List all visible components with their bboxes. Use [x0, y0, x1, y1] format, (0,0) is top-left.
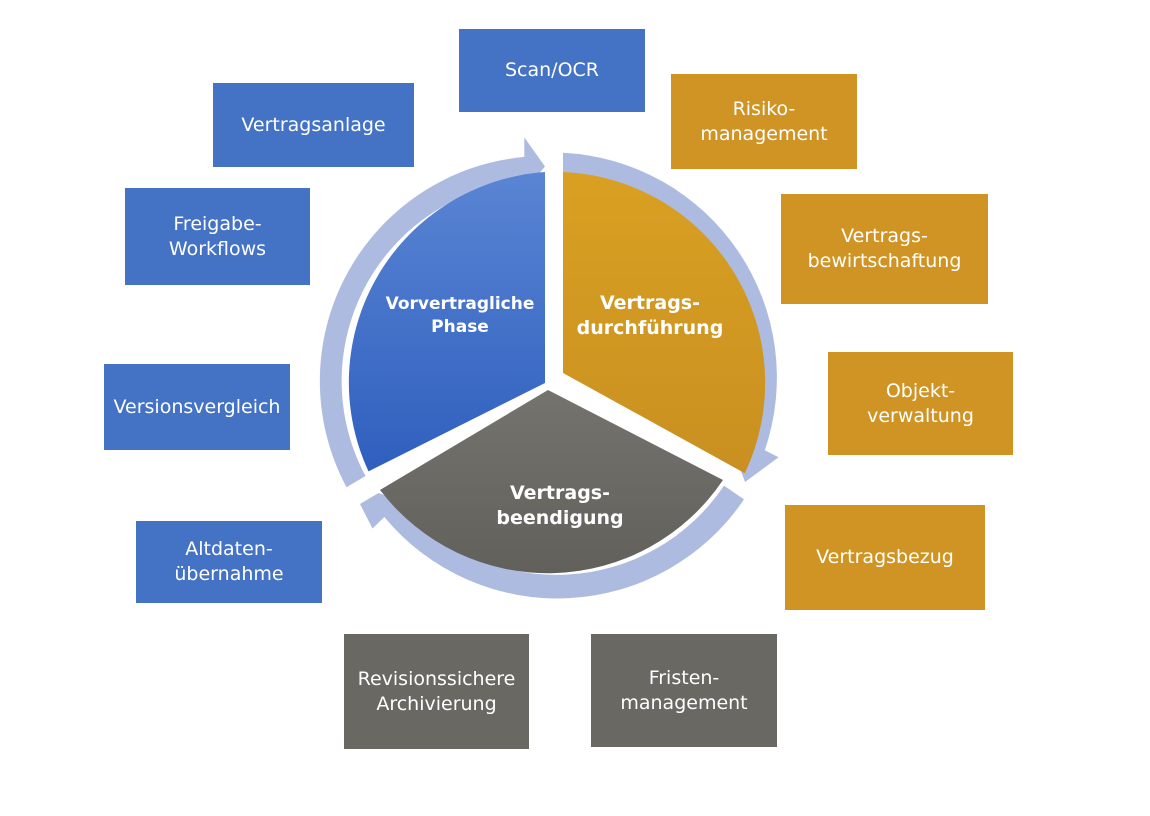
box-risikomanagement: Risiko- management: [671, 74, 857, 169]
segment-termination: [380, 390, 723, 574]
phase-label-pre-contract: Vorvertragliche Phase: [385, 294, 535, 337]
box-objektverwaltung: Objekt- verwaltung: [828, 352, 1013, 455]
box-revisionssichere-archivierung: Revisionssichere Archivierung: [344, 634, 529, 749]
box-scan-ocr: Scan/OCR: [459, 29, 645, 112]
box-vertragsbezug: Vertragsbezug: [785, 505, 985, 610]
phase-label-execution: Vertrags- durchführung: [576, 292, 724, 339]
ring-arrow-top-left: [319, 137, 545, 488]
ring-arrow-right: [563, 152, 779, 482]
ring-arrow-bottom: [360, 485, 744, 599]
box-fristenmanagement: Fristen- management: [591, 634, 777, 747]
box-vertragsanlage: Vertragsanlage: [213, 83, 414, 167]
box-versionsvergleich: Versionsvergleich: [104, 364, 290, 450]
box-altdatenuebernahme: Altdaten- übernahme: [136, 521, 322, 603]
box-vertragsbewirtschaftung: Vertrags- bewirtschaftung: [781, 194, 988, 304]
segment-pre-contract: [348, 172, 545, 472]
segment-execution: [563, 172, 766, 474]
box-freigabe-workflows: Freigabe- Workflows: [125, 188, 310, 285]
phase-label-termination: Vertrags- beendigung: [496, 482, 624, 529]
